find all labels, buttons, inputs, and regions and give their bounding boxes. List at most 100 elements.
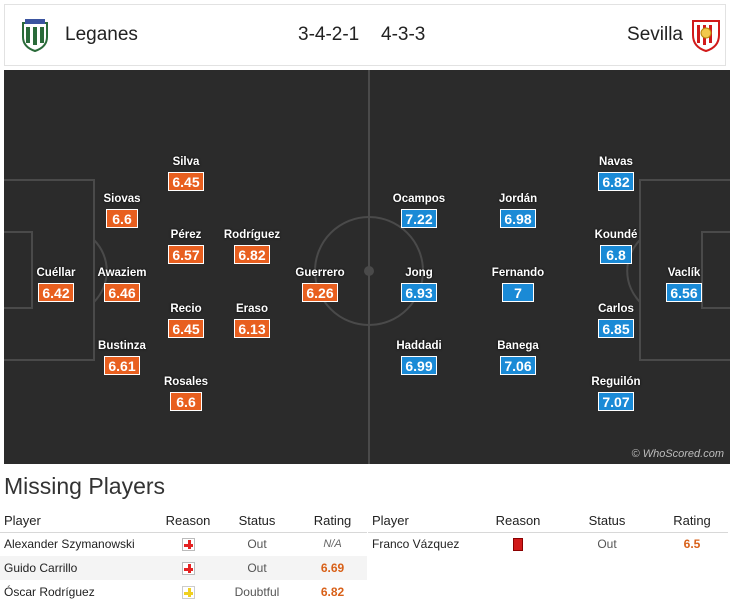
player-name: Bustinza — [98, 340, 146, 352]
player-name: Carlos — [598, 303, 634, 315]
table-row[interactable]: Guido Carrillo Out 6.69 — [0, 556, 367, 580]
home-formation: 3-4-2-1 — [298, 24, 360, 45]
missing-status: Out — [597, 537, 617, 552]
player-home-3[interactable]: Awaziem 6.46 — [82, 266, 162, 303]
pitch: Cuéllar 6.42 Siovas 6.6 Awaziem 6.46 Bus… — [4, 70, 730, 464]
col-rating[interactable]: Rating — [656, 510, 728, 533]
leganes-crest-icon[interactable] — [17, 17, 53, 53]
player-rating: 6.61 — [104, 356, 140, 375]
player-rating: 7 — [502, 283, 534, 302]
col-status[interactable]: Status — [216, 510, 298, 533]
player-rating: 6.99 — [401, 356, 437, 375]
player-away-7[interactable]: Fernando 7 — [478, 266, 558, 303]
table-header-row: Player Reason Status Rating — [0, 510, 367, 533]
player-home-1[interactable]: Cuéllar 6.42 — [16, 266, 96, 303]
col-status[interactable]: Status — [558, 510, 656, 533]
table-row[interactable]: Óscar Rodríguez Doubtful 6.82 — [0, 580, 367, 604]
player-rating: 6.93 — [401, 283, 437, 302]
player-name: Haddadi — [396, 340, 442, 352]
col-rating[interactable]: Rating — [298, 510, 367, 533]
pitch-markings — [4, 70, 730, 464]
col-player[interactable]: Player — [368, 510, 478, 533]
missing-rating: 6.69 — [298, 556, 367, 580]
player-name: Navas — [599, 156, 633, 168]
sevilla-crest-icon[interactable] — [688, 17, 724, 53]
player-away-2[interactable]: Navas 6.82 — [576, 155, 656, 192]
player-away-5[interactable]: Reguilón 7.07 — [576, 375, 656, 412]
away-missing-table: Player Reason Status Rating Franco Vázqu… — [368, 510, 728, 556]
table-row[interactable]: Alexander Szymanowski Out N/A — [0, 532, 367, 556]
player-home-9[interactable]: Rodríguez 6.82 — [212, 228, 292, 265]
player-rating: 7.06 — [500, 356, 536, 375]
player-name: Eraso — [236, 303, 268, 315]
player-rating: 6.56 — [666, 283, 702, 302]
missing-player-name[interactable]: Franco Vázquez — [372, 537, 460, 552]
missing-status: Doubtful — [234, 585, 280, 599]
col-player[interactable]: Player — [0, 510, 160, 533]
player-name: Vaclík — [667, 267, 701, 279]
player-name: Cuéllar — [36, 267, 76, 279]
player-rating: 6.57 — [168, 245, 204, 264]
red-card-icon — [513, 538, 523, 552]
player-name: Rodríguez — [223, 229, 281, 241]
player-rating: 6.45 — [168, 319, 204, 338]
player-name: Guerrero — [295, 267, 345, 279]
player-home-8[interactable]: Rosales 6.6 — [146, 375, 226, 412]
player-name: Jordán — [498, 193, 538, 205]
player-rating: 6.46 — [104, 283, 140, 302]
away-formation: 4-3-3 — [381, 24, 426, 45]
match-header: Leganes 3-4-2-1 4-3-3 Sevilla — [4, 4, 726, 66]
col-reason[interactable]: Reason — [478, 510, 558, 533]
player-home-6[interactable]: Pérez 6.57 — [146, 228, 226, 265]
player-away-10[interactable]: Jong 6.93 — [379, 266, 459, 303]
player-away-9[interactable]: Ocampos 7.22 — [379, 192, 459, 229]
missing-rating: 6.5 — [683, 537, 701, 552]
doubtful-icon — [181, 586, 195, 600]
player-name: Pérez — [170, 229, 202, 241]
missing-rating: N/A — [323, 538, 342, 551]
injury-icon — [181, 562, 195, 576]
player-away-11[interactable]: Haddadi 6.99 — [379, 339, 459, 376]
player-name: Banega — [497, 340, 539, 352]
player-rating: 6.42 — [38, 283, 74, 302]
player-away-1[interactable]: Vaclík 6.56 — [644, 266, 724, 303]
col-reason[interactable]: Reason — [160, 510, 216, 533]
player-rating: 6.6 — [106, 209, 138, 228]
player-home-11[interactable]: Guerrero 6.26 — [280, 266, 360, 303]
player-home-2[interactable]: Siovas 6.6 — [82, 192, 162, 229]
missing-status: Out — [216, 556, 298, 580]
player-name: Rosales — [163, 376, 209, 388]
table-row[interactable]: Franco Vázquez Out 6.5 — [368, 532, 728, 556]
player-rating: 6.6 — [170, 392, 202, 411]
player-rating: 6.85 — [598, 319, 634, 338]
player-home-7[interactable]: Recio 6.45 — [146, 302, 226, 339]
table-header-row: Player Reason Status Rating — [368, 510, 728, 533]
player-name: Jong — [405, 267, 433, 279]
player-name: Silva — [172, 156, 200, 168]
player-name: Reguilón — [591, 376, 641, 388]
player-rating: 6.98 — [500, 209, 536, 228]
player-away-4[interactable]: Carlos 6.85 — [576, 302, 656, 339]
player-away-8[interactable]: Banega 7.06 — [478, 339, 558, 376]
player-name: Recio — [170, 303, 202, 315]
player-name: Siovas — [103, 193, 141, 205]
injury-icon — [181, 538, 195, 552]
player-rating: 6.8 — [600, 245, 632, 264]
missing-player-name[interactable]: Óscar Rodríguez — [4, 585, 95, 599]
missing-status: Out — [247, 537, 267, 552]
away-team-name[interactable]: Sevilla — [627, 24, 683, 45]
whoscored-watermark: © WhoScored.com — [631, 448, 724, 460]
player-home-10[interactable]: Eraso 6.13 — [212, 302, 292, 339]
home-team-name[interactable]: Leganes — [65, 24, 138, 45]
player-rating: 6.82 — [598, 172, 634, 191]
player-rating: 7.07 — [598, 392, 634, 411]
player-away-6[interactable]: Jordán 6.98 — [478, 192, 558, 229]
player-rating: 6.82 — [234, 245, 270, 264]
player-away-3[interactable]: Koundé 6.8 — [576, 228, 656, 265]
missing-player-name[interactable]: Alexander Szymanowski — [4, 537, 135, 552]
player-name: Fernando — [491, 267, 545, 279]
missing-player-name[interactable]: Guido Carrillo — [0, 556, 160, 580]
player-home-4[interactable]: Bustinza 6.61 — [82, 339, 162, 376]
player-home-5[interactable]: Silva 6.45 — [146, 155, 226, 192]
missing-players-title: Missing Players — [4, 473, 166, 499]
